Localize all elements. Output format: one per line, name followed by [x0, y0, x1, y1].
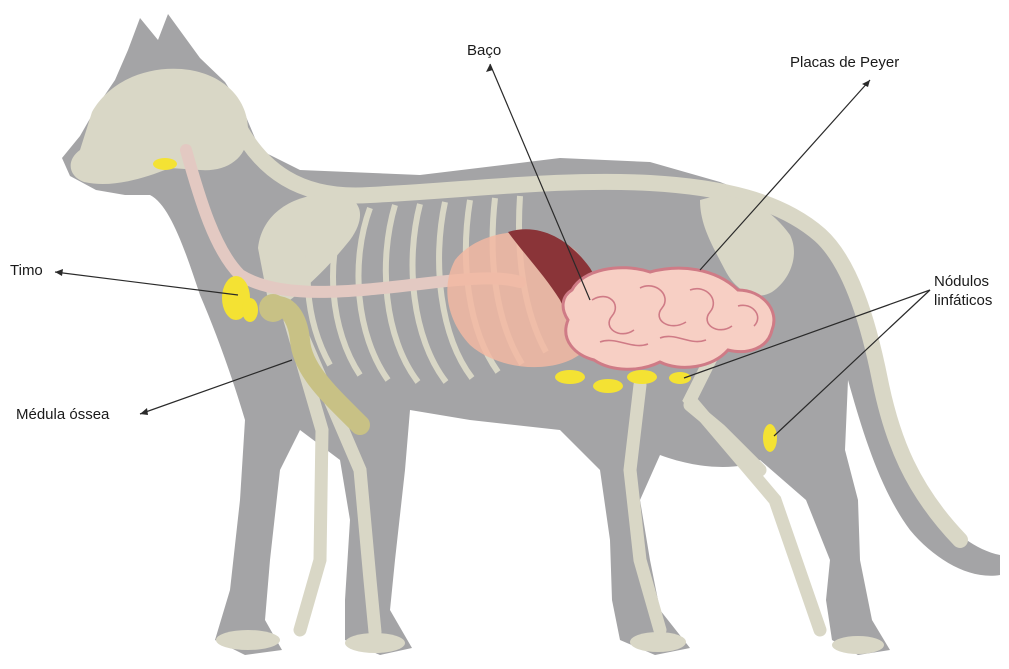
label-timo: Timo: [10, 261, 43, 280]
label-nodulos-line1: Nódulos: [934, 272, 992, 291]
bone-marrow-head: [259, 294, 287, 322]
lymph-node-1: [555, 370, 585, 384]
peyer-patch-node: [669, 372, 691, 384]
label-medula-ossea: Médula óssea: [16, 405, 109, 424]
label-placas-de-peyer: Placas de Peyer: [790, 53, 899, 72]
paws: [216, 630, 884, 654]
lymph-node-3: [627, 370, 657, 384]
label-nodulos-linfaticos: Nódulos linfáticos: [934, 272, 992, 310]
tonsil-node: [153, 158, 177, 170]
lymph-node-2: [593, 379, 623, 393]
thymus-lobe: [242, 298, 258, 322]
popliteal-node: [763, 424, 777, 452]
label-nodulos-line2: linfáticos: [934, 291, 992, 310]
label-baco: Baço: [467, 41, 501, 60]
